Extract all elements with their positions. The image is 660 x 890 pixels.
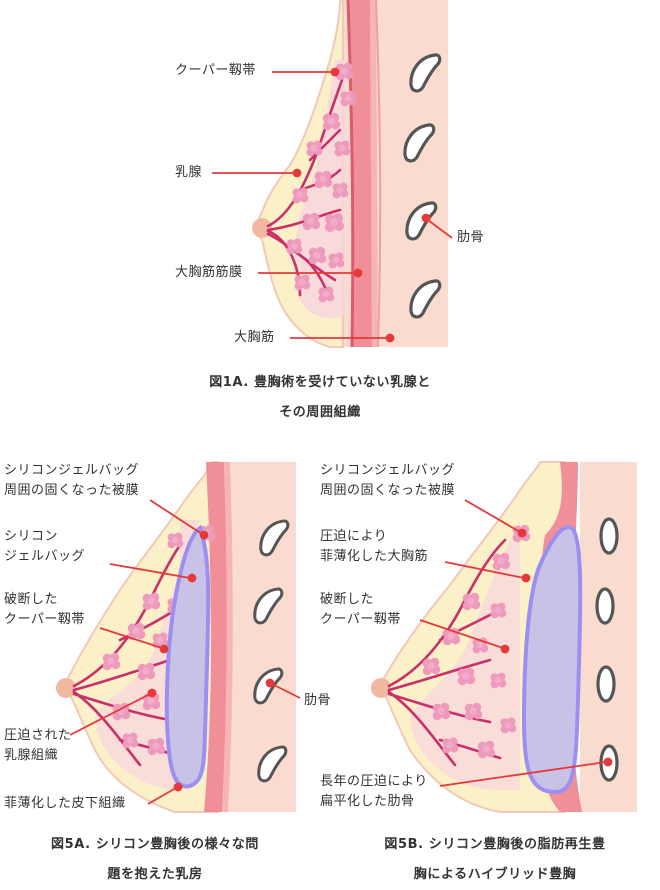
label-implant-5a: シリコン ジェルバッグ [4, 529, 86, 564]
mammary-gland-5b [387, 520, 531, 790]
nipple-1a [252, 218, 272, 238]
label-cooper-ligament-1a: クーパー靱帯 [175, 63, 256, 78]
skin-layer-5a [225, 462, 296, 812]
label-subcutaneous-5a: 菲薄化した皮下組織 [4, 796, 126, 811]
label-pectoral-fascia-1a: 大胸筋筋膜 [175, 265, 243, 280]
label-capsule-5a: シリコンジェルバッグ 周囲の固くなった被膜 [4, 463, 140, 498]
silicone-implant-5a [164, 524, 211, 789]
fascia-1a [346, 0, 355, 348]
label-capsule-5b: シリコンジェルバッグ 周囲の固くなった被膜 [320, 463, 456, 498]
figure-5a-drawing [56, 461, 301, 813]
label-mammary-gland-1a: 乳腺 [175, 165, 203, 180]
figure-5b-drawing [371, 461, 637, 813]
figure-1a-drawing [212, 0, 453, 348]
mammary-gland-1a [266, 60, 357, 319]
pointers-5b [419, 499, 613, 787]
silicone-implant-5b [521, 525, 583, 795]
rib-icon [595, 587, 615, 625]
nipple-5a [56, 678, 76, 698]
pointers-5a [69, 499, 301, 805]
caption-figure-1a: 図1A. 豊胸術を受けていない乳腺と その周囲組織 [209, 375, 431, 420]
rib-icon [599, 517, 619, 555]
label-thinned-muscle-5b: 圧迫により 菲薄化した大胸筋 [320, 529, 429, 564]
label-rib-5a: 肋骨 [304, 693, 332, 708]
caption-figure-5b: 図5B. シリコン豊胸後の脂肪再生豊 胸によるハイブリッド豊胸 [384, 837, 606, 882]
pointers-1a [212, 67, 453, 343]
pectoralis-5a [204, 462, 227, 812]
rib-icon [596, 665, 616, 703]
label-gland-5a: 圧迫された 乳腺組織 [4, 728, 72, 763]
label-flattened-rib-5b: 長年の圧迫により 扁平化した肋骨 [320, 774, 428, 809]
label-pectoralis-major-1a: 大胸筋 [234, 330, 275, 345]
nipple-5b [371, 678, 391, 698]
label-rib-1a: 肋骨 [457, 230, 485, 245]
label-cooper-ligament-5b: 破断した クーパー靱帯 [320, 592, 401, 627]
label-cooper-ligament-5a: 破断した クーパー靱帯 [4, 592, 85, 627]
caption-figure-5a: 図5A. シリコン豊胸後の様々な問 題を抱えた乳房 [50, 837, 259, 882]
